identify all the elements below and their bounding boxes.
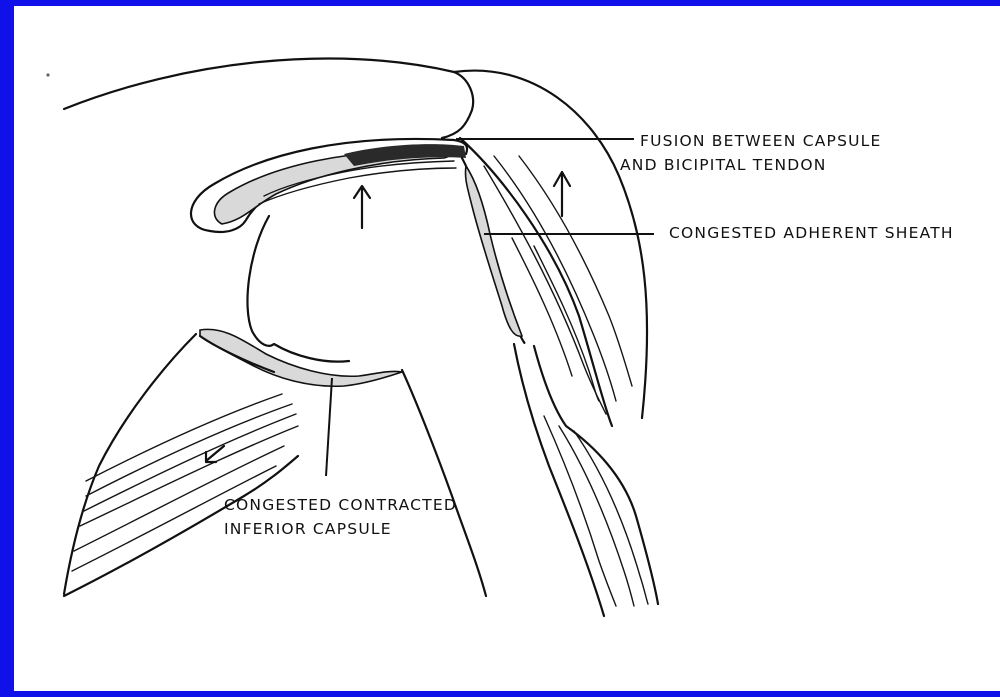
- drawing-panel: FUSION BETWEEN CAPSULE AND BICIPITAL TEN…: [14, 6, 1000, 691]
- inferior-label-line2: INFERIOR CAPSULE: [224, 520, 392, 538]
- fusion-label-line1: FUSION BETWEEN CAPSULE: [640, 132, 882, 150]
- inferior-leader-line: [326, 378, 332, 476]
- subscap-fiber-2: [86, 404, 292, 496]
- shoulder-capsule-illustration: FUSION BETWEEN CAPSULE AND BICIPITAL TEN…: [14, 6, 1000, 691]
- stray-dot: [46, 73, 49, 76]
- tendon-fiber-1: [544, 416, 616, 606]
- adherent-sheath-speckle: [465, 166, 522, 336]
- fusion-label-line2: AND BICIPITAL TENDON: [620, 156, 827, 174]
- humerus-shaft-edge: [402, 370, 486, 596]
- inferior-label-line1: CONGESTED CONTRACTED: [224, 496, 457, 514]
- humeral-head-outline: [247, 216, 349, 362]
- inferior-capsule-speckle: [200, 329, 402, 386]
- tendon-lower-left: [514, 344, 604, 616]
- acromion-outline: [64, 58, 473, 138]
- biceps-fiber-2: [494, 156, 616, 401]
- scapula-upper-edge: [64, 334, 196, 594]
- fusion-dark-band: [344, 144, 466, 166]
- sheath-label: CONGESTED ADHERENT SHEATH: [669, 224, 954, 242]
- head-arrow-icon: [354, 186, 370, 228]
- biceps-outline-outer: [460, 138, 612, 426]
